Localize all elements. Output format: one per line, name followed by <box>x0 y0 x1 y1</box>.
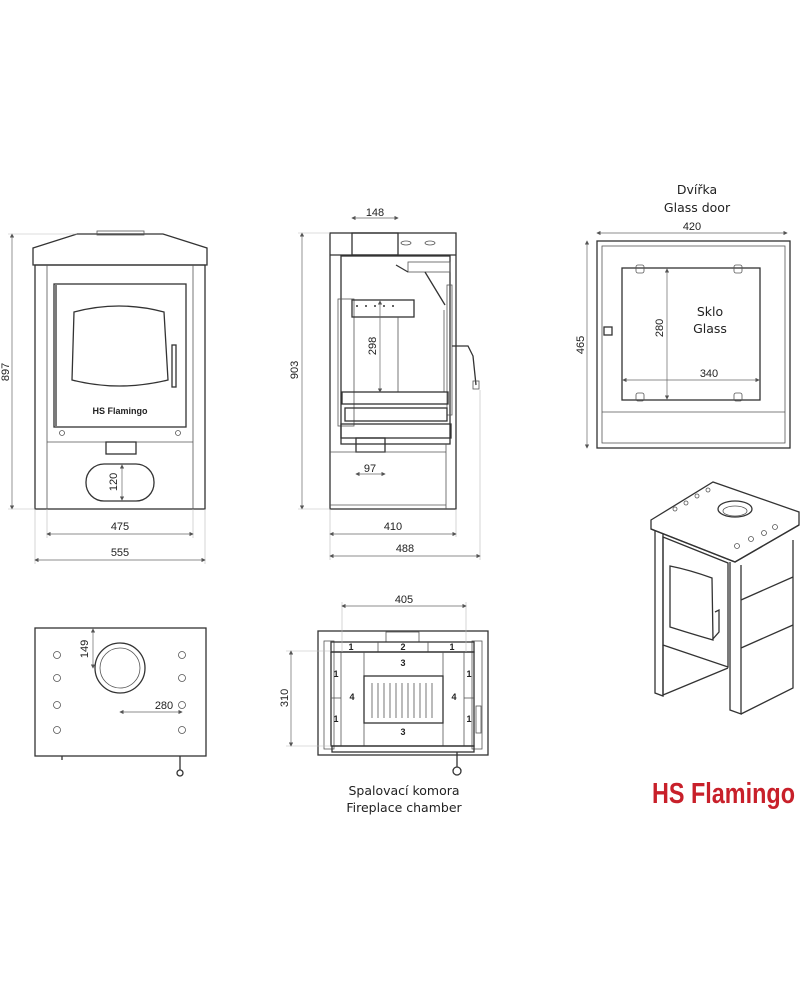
svg-text:Glass: Glass <box>693 321 727 336</box>
svg-text:310: 310 <box>279 689 291 707</box>
front-view: HS Flamingo 120 897 475 555 <box>0 230 208 564</box>
svg-text:Sklo: Sklo <box>697 304 723 319</box>
svg-text:1: 1 <box>466 714 471 724</box>
ash-drawer <box>105 441 137 455</box>
svg-text:4: 4 <box>349 692 354 702</box>
svg-text:555: 555 <box>111 547 129 559</box>
glass-door-title-cz: Dvířka <box>677 182 717 197</box>
svg-text:120: 120 <box>108 473 120 491</box>
chamber-caption-cz: Spalovací komora <box>348 783 459 798</box>
isometric-view <box>650 481 800 715</box>
flue-outlet <box>351 232 399 256</box>
hs-flamingo-logo: HS Flamingo <box>652 778 795 810</box>
glass-door-view: Dvířka Glass door Sklo Glass 420 465 280… <box>575 182 791 449</box>
top-view: 149 280 <box>34 627 207 777</box>
svg-text:280: 280 <box>654 319 666 337</box>
door-badge: HS Flamingo <box>92 406 148 416</box>
fireplace-chamber-view: 1 2 1 3 1 4 4 1 1 1 3 405 310 Spalovací … <box>279 594 489 815</box>
glass-door-title-en: Glass door <box>664 200 731 215</box>
door[interactable] <box>53 283 187 428</box>
svg-text:298: 298 <box>367 337 379 355</box>
side-section-view: 148 903 298 97 410 488 <box>289 207 481 560</box>
svg-text:897: 897 <box>0 363 12 381</box>
svg-text:475: 475 <box>111 521 129 533</box>
air-inlet <box>355 437 386 453</box>
svg-text:903: 903 <box>289 361 301 379</box>
svg-text:148: 148 <box>366 207 384 219</box>
svg-text:2: 2 <box>400 642 405 652</box>
chamber-caption-en: Fireplace chamber <box>346 800 462 815</box>
svg-text:465: 465 <box>575 336 587 354</box>
svg-text:405: 405 <box>395 594 413 606</box>
svg-text:340: 340 <box>700 368 718 380</box>
svg-text:149: 149 <box>79 640 91 658</box>
door-handle[interactable] <box>171 344 177 388</box>
svg-text:3: 3 <box>400 727 405 737</box>
svg-text:4: 4 <box>451 692 456 702</box>
svg-text:420: 420 <box>683 221 701 233</box>
svg-text:1: 1 <box>449 642 454 652</box>
svg-text:488: 488 <box>396 543 414 555</box>
svg-text:1: 1 <box>333 669 338 679</box>
svg-text:1: 1 <box>333 714 338 724</box>
svg-text:3: 3 <box>400 658 405 668</box>
door-window <box>71 305 169 387</box>
door-handle <box>452 345 477 386</box>
svg-text:410: 410 <box>384 521 402 533</box>
svg-text:1: 1 <box>466 669 471 679</box>
svg-text:280: 280 <box>155 700 173 712</box>
svg-text:1: 1 <box>348 642 353 652</box>
svg-text:97: 97 <box>364 463 376 475</box>
